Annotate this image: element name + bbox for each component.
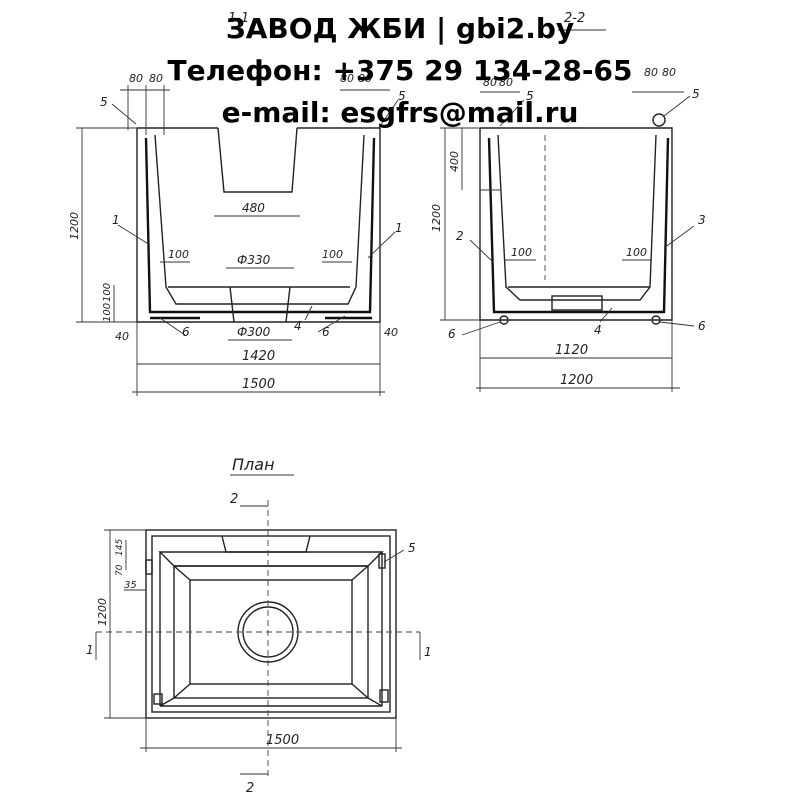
plan-cut-left: 1 (86, 643, 94, 657)
callout-1-1-6-left: 6 (182, 325, 190, 339)
dim-2-2-top-right-b: 80 (662, 66, 676, 79)
callout-1-1-4: 4 (294, 319, 302, 333)
section-1-1-outer-shell (136, 128, 381, 323)
dim-2-2-top-right-a: 80 (644, 66, 658, 79)
callout-1-1-1-left: 1 (112, 213, 120, 227)
section-2-2-outer-shell (479, 127, 673, 321)
section-2-2-inner-shell (497, 134, 657, 301)
callout-1-1-5-right: 5 (398, 89, 406, 103)
dim-1-1-inner-left: 100 (168, 248, 189, 261)
plan-dim-c: 35 (124, 580, 137, 591)
callout-2-2-5-right: 5 (692, 87, 700, 101)
plan-outer (145, 529, 397, 719)
dim-1-1-height: 1200 (68, 212, 81, 240)
dim-2-2-upper: 400 (448, 151, 461, 172)
callout-1-1-5-left: 5 (100, 95, 108, 109)
section-2-2-foot-left (499, 315, 509, 325)
section-2-2-hook (652, 113, 666, 127)
dim-1-1-pipe-bottom: Ф300 (237, 325, 271, 339)
section-2-2: 2-2 80 80 80 80 1200 400 100 100 (430, 11, 706, 392)
section-2-2-base-pad (551, 295, 603, 311)
plan-dim-height: 1200 (96, 598, 109, 626)
header-phone: Телефон: +375 29 134-28-65 (167, 54, 633, 87)
section-2-2-title: 2-2 (564, 11, 585, 26)
dim-1-1-total-width: 1500 (242, 377, 275, 392)
header-company: ЗАВОД ЖБИ | gbi2.by (225, 12, 575, 45)
dim-1-1-pipe-top: Ф330 (237, 253, 271, 267)
plan-cut-top: 2 (230, 492, 238, 507)
plan-lug-bl (153, 693, 163, 705)
plan-rim (151, 535, 391, 713)
dim-1-1-top-left-b: 80 (149, 72, 163, 85)
plan-dim-b: 145 (115, 539, 125, 556)
dim-1-1-base-b: 100 (102, 303, 113, 322)
callout-2-2-5-left: 5 (526, 89, 534, 103)
dim-1-1-top-left-a: 80 (129, 72, 143, 85)
plan-cut-bottom: 2 (246, 781, 254, 796)
plan-lug-br (379, 689, 389, 703)
dim-1-1-top-right-a: 80 (340, 72, 354, 85)
section-1-1-inner-shell (154, 134, 365, 305)
dim-2-2-inner-width: 1120 (555, 343, 588, 358)
dim-2-2-height: 1200 (430, 204, 443, 232)
dim-2-2-top-left-b: 80 (499, 76, 513, 89)
dim-1-1-inner-right: 100 (322, 248, 343, 261)
plan-dim-a: 70 (115, 564, 125, 576)
dim-2-2-inner-left: 100 (511, 246, 532, 259)
section-2-2-reinforcement (487, 137, 670, 314)
callout-1-1-1-right: 1 (395, 221, 403, 235)
dim-2-2-top-left-a: 80 (483, 76, 497, 89)
plan-pipe-inner (242, 606, 294, 658)
callout-2-2-6-left: 6 (448, 327, 456, 341)
section-2-2-foot-right (651, 315, 661, 325)
callout-1-1-6-right: 6 (322, 325, 330, 339)
plan-cut-right: 1 (424, 645, 432, 659)
dim-1-1-notch-width: 480 (242, 201, 265, 215)
callout-2-2-3: 3 (698, 213, 706, 227)
section-1-1-title: 1-1 (228, 11, 249, 26)
plan-top-notch (221, 535, 311, 553)
plan-frame-1 (158, 551, 384, 567)
callout-2-2-4: 4 (594, 323, 602, 337)
callout-2-2-6-right: 6 (698, 319, 706, 333)
plan-callout-5: 5 (408, 541, 416, 555)
plan-dim-width: 1500 (266, 733, 299, 748)
section-1-1-reinforcement-left (144, 137, 376, 314)
section-1-1: 1-1 80 80 80 80 1200 480 (68, 11, 406, 396)
dim-2-2-total-width: 1200 (560, 373, 593, 388)
dim-2-2-inner-right: 100 (626, 246, 647, 259)
header-email: e-mail: esgfrs@mail.ru (221, 96, 579, 129)
dim-1-1-edge-left: 40 (115, 330, 129, 343)
dim-1-1-top-right-b: 80 (358, 72, 372, 85)
section-1-1-notch (217, 127, 298, 193)
dim-1-1-base-a: 100 (102, 283, 113, 302)
plan-view: План 2 2 1 (86, 455, 432, 796)
callout-2-2-2: 2 (456, 229, 464, 243)
section-1-1-pipe-left (229, 286, 235, 323)
dim-1-1-edge-right: 40 (384, 326, 398, 339)
dim-1-1-inner-width: 1420 (242, 349, 275, 364)
section-1-1-pipe-right (285, 286, 291, 323)
plan-title: План (232, 455, 275, 474)
plan-lug-tl (145, 559, 153, 575)
